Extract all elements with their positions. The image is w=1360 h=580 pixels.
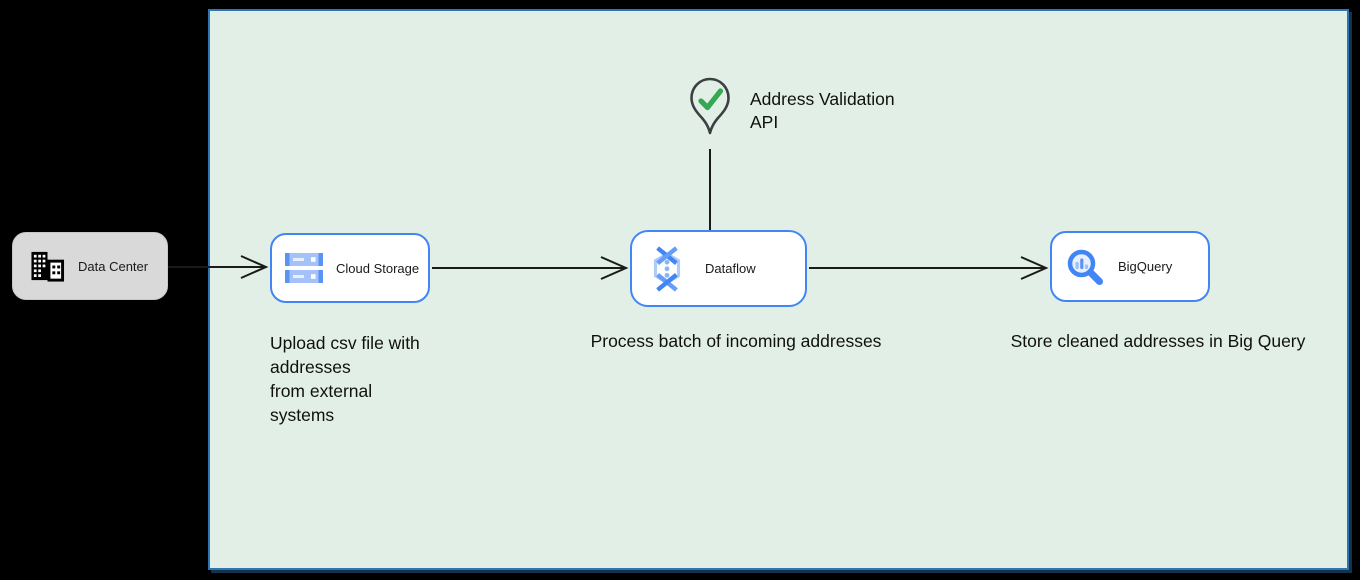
dataflow-icon: [645, 245, 689, 292]
caption-bigquery: Store cleaned addresses in Big Query: [1010, 331, 1306, 351]
node-label: BigQuery: [1118, 259, 1173, 274]
address-validation-api-label: Address Validation API: [750, 89, 895, 132]
map-pin-check-icon: [690, 77, 730, 135]
node-label: Dataflow: [705, 261, 756, 276]
bigquery-magnifier-icon: [1065, 247, 1105, 287]
node-dataflow[interactable]: Dataflow: [630, 230, 807, 307]
cloud-storage-buckets-icon: [284, 251, 324, 285]
node-bigquery[interactable]: BigQuery: [1050, 231, 1210, 302]
building-icon: [30, 250, 65, 282]
node-data-center[interactable]: Data Center: [12, 232, 168, 300]
node-label: Cloud Storage: [336, 260, 420, 276]
node-address-validation-api[interactable]: [687, 76, 733, 138]
caption-dataflow: Process batch of incoming addresses: [590, 331, 882, 351]
node-cloud-storage[interactable]: Cloud Storage: [270, 233, 430, 303]
node-label: Data Center: [78, 258, 149, 274]
caption-cloud-storage: Upload csv file with addresses from exte…: [270, 333, 420, 425]
